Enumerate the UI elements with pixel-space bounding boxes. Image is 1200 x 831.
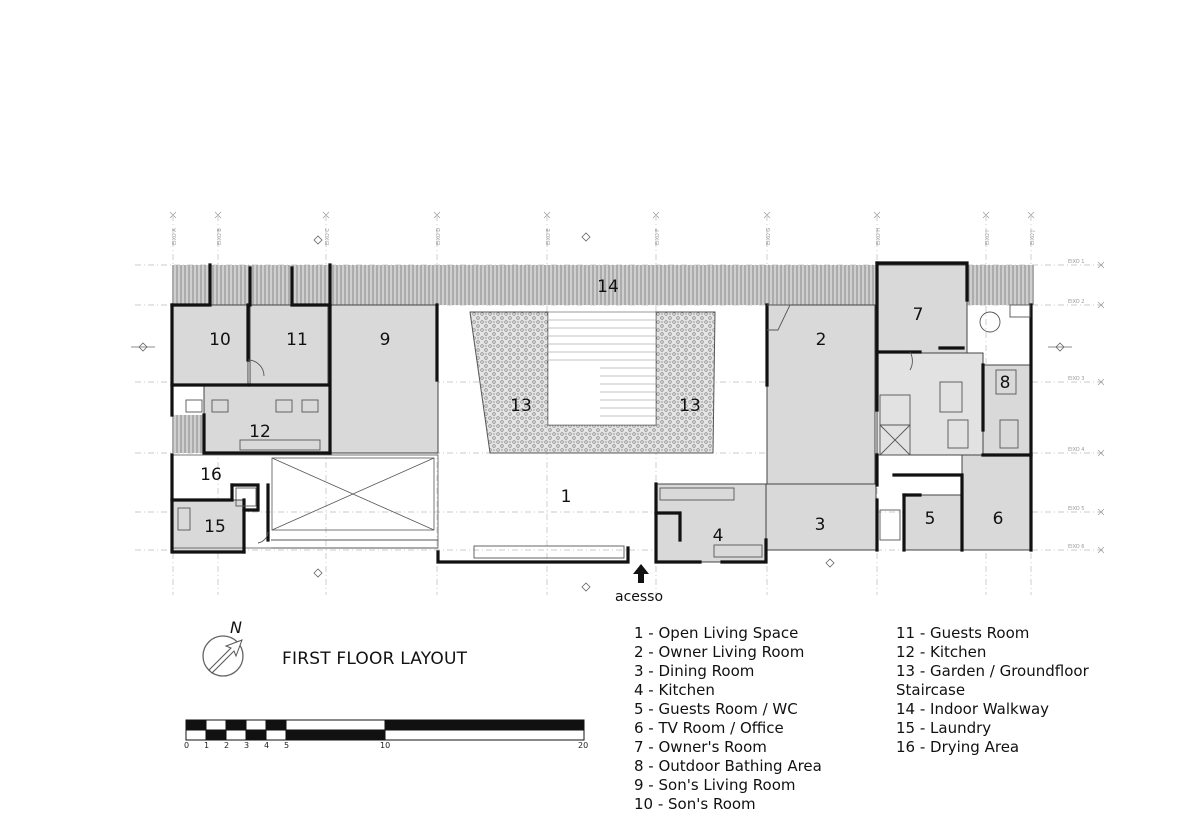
legend-item: 14 - Indoor Walkway [896, 700, 1050, 718]
room-9 [329, 304, 439, 454]
room-number: 1 [561, 487, 572, 507]
scale-tick: 4 [264, 741, 270, 750]
north-arrow-icon [202, 635, 244, 677]
legend-item: 9 - Son's Living Room [634, 776, 796, 794]
room-6 [961, 454, 1033, 551]
room-number: 8 [1000, 373, 1011, 393]
legend-item: 12 - Kitchen [896, 643, 987, 661]
scale-tick: 10 [380, 741, 391, 750]
north-label: N [230, 618, 242, 637]
axis-label-top: EIXO C [325, 228, 331, 245]
room-number: 3 [815, 515, 826, 535]
scale-tick: 1 [204, 741, 210, 750]
axis-label-right: EIXO 4 [1068, 447, 1084, 453]
room-number: 15 [204, 517, 226, 537]
room-number: 5 [925, 509, 936, 529]
axis-label-right: EIXO 1 [1068, 259, 1084, 265]
scale-tick: 5 [284, 741, 290, 750]
room-3 [765, 483, 877, 551]
room-number: 13 [679, 396, 701, 416]
room-number: 7 [913, 305, 924, 325]
legend-item: 6 - TV Room / Office [634, 719, 784, 737]
legend-item: 4 - Kitchen [634, 681, 715, 699]
axis-label-top: EIXO A [172, 228, 178, 245]
legend-item: 16 - Drying Area [896, 738, 1020, 756]
section-markers [131, 232, 1072, 592]
axis-label-right: EIXO 2 [1068, 299, 1084, 305]
axis-label-right: EIXO 6 [1068, 544, 1084, 550]
legend-item: 11 - Guests Room [896, 624, 1030, 642]
staircase [547, 311, 657, 426]
room-number: 12 [249, 422, 271, 442]
axis-label-top: EIXO E [546, 229, 552, 245]
room-number: 2 [816, 330, 827, 350]
legend-item: 5 - Guests Room / WC [634, 700, 798, 718]
room-number: 14 [597, 277, 619, 297]
room-7 [876, 264, 968, 354]
walls [170, 261, 1033, 564]
entrance-label: acesso [615, 589, 664, 605]
legend-item: 15 - Laundry [896, 719, 992, 737]
axis-label-top: EIXO G [766, 228, 772, 245]
legend-item: 2 - Owner Living Room [634, 643, 805, 661]
fixtures [177, 304, 1031, 559]
scale-tick: 20 [578, 741, 589, 750]
axis-label-top: EIXO D [436, 228, 442, 245]
scale-tick: 0 [184, 741, 190, 750]
axis-label-right: EIXO 3 [1068, 376, 1084, 382]
scale-tick: 2 [224, 741, 230, 750]
legend-item: 1 - Open Living Space [634, 624, 799, 642]
entrance-arrow-icon [633, 564, 649, 583]
room-4 [655, 483, 767, 563]
room-number: 16 [200, 465, 222, 485]
legend-item: Staircase [896, 681, 966, 699]
room-5 [903, 494, 963, 551]
room-number: 6 [993, 509, 1004, 529]
axis-label-top: EIXO I [985, 230, 991, 245]
room-number: 9 [380, 330, 391, 350]
room-number: 10 [209, 330, 231, 350]
room-number: 13 [510, 396, 532, 416]
legend-item: 3 - Dining Room [634, 662, 755, 680]
axis-labels: EIXO A EIXO B EIXO C EIXO D EIXO E EIXO … [172, 228, 1084, 550]
axis-label-top: EIXO H [876, 228, 882, 245]
room-2 [766, 304, 876, 486]
axis-label-right: EIXO 5 [1068, 506, 1084, 512]
axis-end-marks [169, 211, 1105, 554]
axis-label-top: EIXO F [655, 229, 661, 245]
room-number: 4 [713, 526, 724, 546]
legend-item: 8 - Outdoor Bathing Area [634, 757, 822, 775]
plan-title: FIRST FLOOR LAYOUT [282, 649, 468, 669]
axis-label-top: EIXO J [1030, 230, 1036, 245]
legend-item: 13 - Garden / Groundfloor [896, 662, 1089, 680]
legend-item: 7 - Owner's Room [634, 738, 767, 756]
room-number: 11 [286, 330, 308, 350]
axis-label-top: EIXO B [217, 228, 223, 245]
room-wc-right [876, 352, 984, 456]
scale-tick: 3 [244, 741, 250, 750]
legend-item: 10 - Son's Room [634, 795, 756, 813]
scale-bar [185, 719, 585, 741]
room-12 [203, 384, 331, 454]
